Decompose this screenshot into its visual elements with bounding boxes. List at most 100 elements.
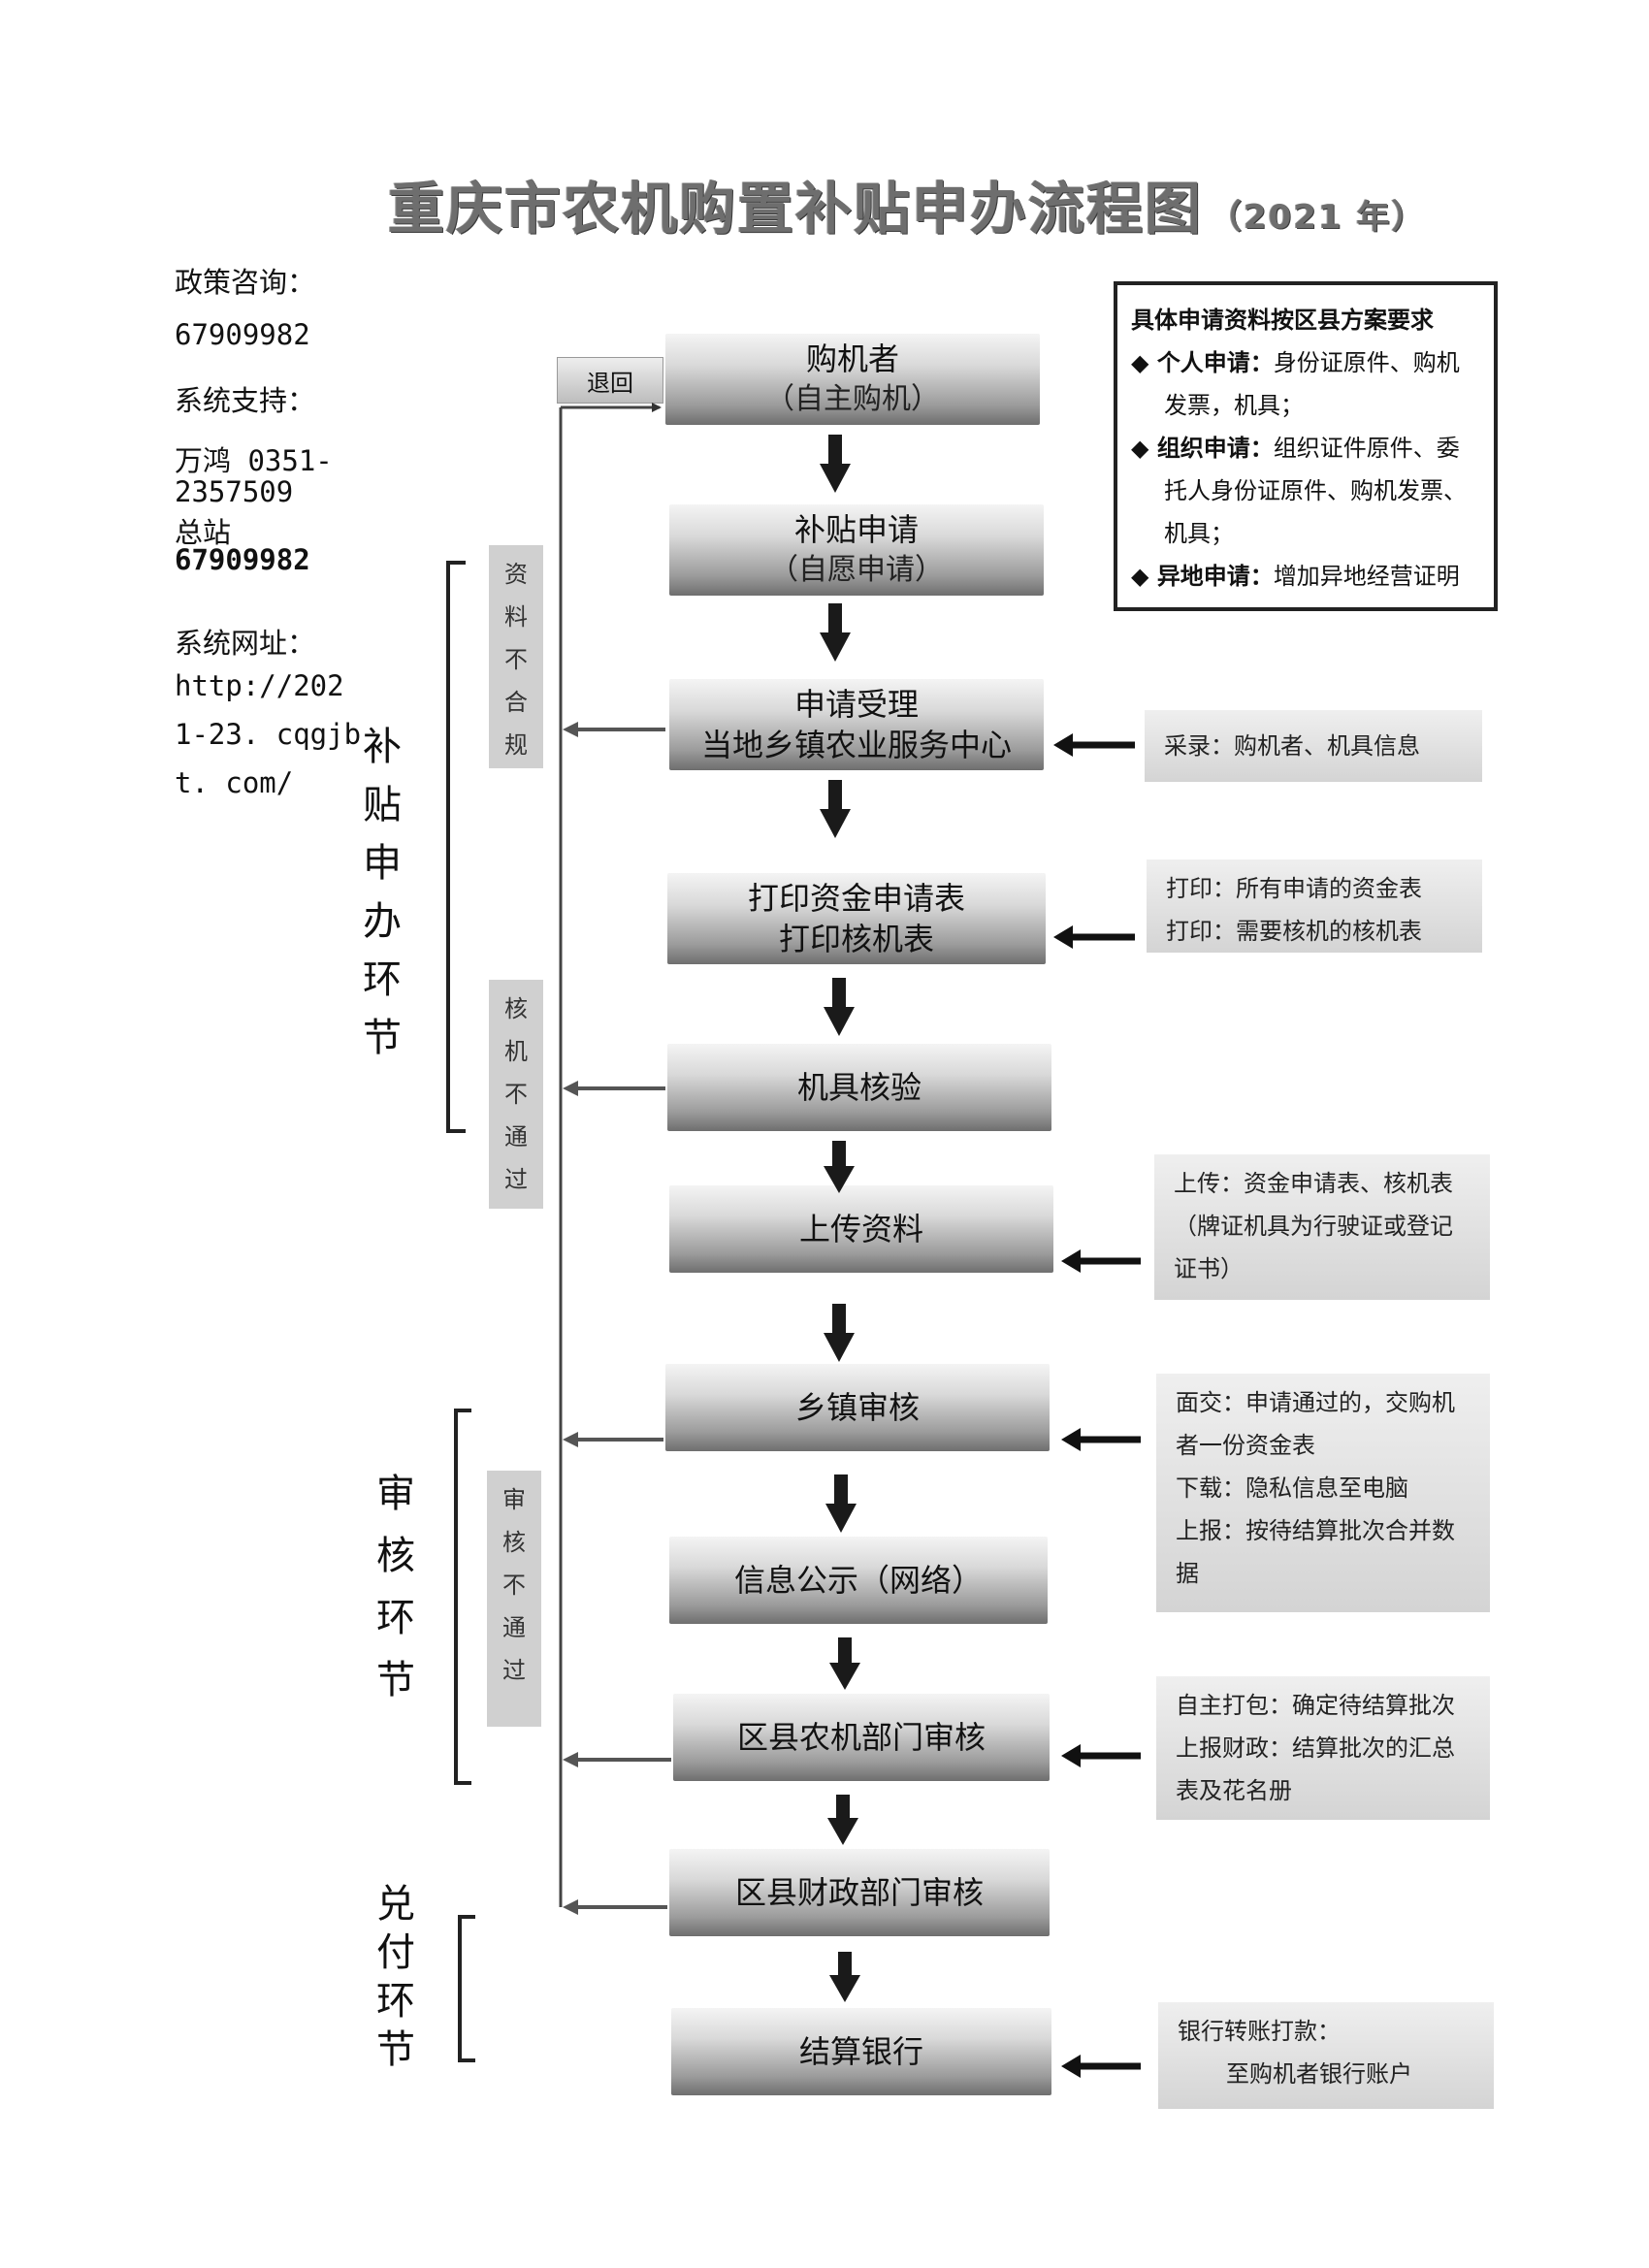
phase-review: 审 核 环 节 [376,1463,415,1711]
support-line3: 总站 [175,516,232,549]
reject-docs-char: 料 [504,603,528,631]
reject-docs-char: 不 [504,646,528,673]
step-print-line1: 打印资金申请表 [747,880,965,917]
note-county-line2: 上报财政：结算批次的汇总 [1176,1734,1455,1762]
reject-inspect-box: 核 机 不 通 过 [489,980,543,1209]
support-line2: 2357509 [175,475,294,508]
input-arrow [1053,925,1135,949]
phase-pay-char: 兑 [376,1882,415,1927]
reject-docs-char: 规 [504,731,528,759]
return-label: 退回 [557,357,663,404]
input-arrow [1061,1249,1141,1273]
title-year: （2021 年） [1209,198,1427,237]
support-phone2: 67909982 [175,543,310,576]
note-town-line4: 上报：按待结算批次合并数 [1176,1517,1455,1544]
reject-docs-char: 资 [504,561,528,588]
note-town-line2: 者一份资金表 [1176,1432,1315,1459]
reject-inspect-char: 核 [504,995,528,1022]
step-county-agri-line1: 区县农机部门审核 [736,1719,986,1756]
step-town-review: 乡镇审核 [665,1364,1050,1451]
step-subsidy-apply: 补贴申请（自愿申请） [669,504,1044,596]
title-main: 重庆市农机购置补贴申办流程图 [388,176,1204,242]
step-upload: 上传资料 [669,1185,1053,1273]
note-upload-line2: （牌证机具为行驶证或登记 [1174,1213,1453,1240]
phase-apply-char: 环 [363,957,402,1002]
phase-pay-char: 付 [376,1930,415,1975]
flow-down-arrow [829,1952,860,2002]
step-inspect-line1: 机具核验 [796,1069,922,1106]
note-town-line3: 下载：隐私信息至电脑 [1176,1474,1408,1502]
personal-label: ◆ 个人申请： [1131,348,1274,376]
note-upload: 上传：资金申请表、核机表 （牌证机具为行驶证或登记 证书） [1154,1154,1490,1300]
reject-review-box: 审 核 不 通 过 [487,1471,541,1727]
step-publicity-line1: 信息公示（网络） [733,1562,983,1599]
flow-down-arrow [824,1141,855,1193]
input-arrow [1061,2055,1141,2078]
flow-down-arrow [824,1304,855,1362]
step-bank-line1: 结算银行 [798,2033,923,2070]
note-county: 自主打包：确定待结算批次 上报财政：结算批次的汇总 表及花名册 [1156,1676,1490,1820]
org-label: ◆ 组织申请： [1131,434,1274,462]
phase-review-char: 审 [376,1472,415,1516]
note-town-review: 面交：申请通过的，交购机 者一份资金表 下载：隐私信息至电脑 上报：按待结算批次… [1156,1374,1490,1612]
flow-down-arrow [825,1474,857,1533]
requirement-personal: ◆ 个人申请：身份证原件、购机 [1131,341,1480,384]
remote-label: ◆ 异地申请： [1131,562,1274,590]
step-subsidy-apply-line2: （自愿申请） [769,553,944,587]
step-buyer: 购机者 （自主购机） [665,334,1040,425]
input-arrow [1061,1744,1141,1767]
reject-inspect-char: 通 [504,1123,528,1150]
note-upload-line3: 证书） [1174,1255,1244,1282]
flow-down-arrow [824,978,855,1036]
support-label: 系统支持： [175,384,316,417]
requirement-org: ◆ 组织申请：组织证件原件、委 [1131,427,1480,470]
note-bank-line1: 银行转账打款： [1178,2018,1341,2045]
requirements-header: 具体申请资料按区县方案要求 [1131,306,1434,334]
note-record-text: 采录：购机者、机具信息 [1164,732,1420,760]
step-buyer-line2: （自主购机） [765,382,940,416]
site-line1: http://202 [175,669,344,702]
step-bank: 结算银行 [671,2008,1051,2095]
note-town-line5: 据 [1176,1560,1199,1587]
reject-review-char: 核 [502,1529,526,1556]
flow-down-arrow [829,1637,860,1690]
note-county-line1: 自主打包：确定待结算批次 [1176,1692,1455,1719]
page-title: 重庆市农机购置补贴申办流程图（2021 年） [388,163,1426,244]
note-county-line3: 表及花名册 [1176,1777,1292,1804]
reject-arrow [563,1752,671,1767]
note-print-line2: 打印：需要核机的核机表 [1166,918,1422,945]
note-town-line1: 面交：申请通过的，交购机 [1176,1389,1455,1416]
note-record: 采录：购机者、机具信息 [1145,710,1482,782]
phase-review-char: 节 [376,1658,415,1702]
flow-down-arrow [820,780,851,838]
input-arrow [1061,1428,1141,1451]
policy-phone: 67909982 [175,318,310,351]
support-line1: 万鸿 0351- [175,444,333,477]
note-bank-line2: 至购机者银行账户 [1226,2060,1412,2088]
step-accept-line1: 申请受理 [793,686,919,723]
reject-arrow [563,1081,665,1096]
phase-apply-char: 节 [363,1016,402,1060]
org-text2: 托人身份证原件、购机发票、 [1164,477,1467,504]
reject-docs-char: 合 [504,689,528,716]
phase-review-char: 核 [376,1534,415,1578]
input-arrow [1053,733,1135,757]
reject-inspect-char: 机 [504,1038,528,1065]
site-label: 系统网址： [175,627,316,660]
phase-apply-char: 申 [363,841,402,886]
requirements-box: 具体申请资料按区县方案要求 ◆ 个人申请：身份证原件、购机 发票，机具； ◆ 组… [1114,281,1498,611]
step-publicity: 信息公示（网络） [669,1537,1048,1624]
step-county-agri: 区县农机部门审核 [673,1694,1050,1781]
phase-pay: 兑 付 环 节 [376,1880,415,2074]
personal-text1: 身份证原件、购机 [1273,349,1460,376]
step-buyer-line1: 购机者 [805,340,899,377]
flow-down-arrow [827,1795,858,1845]
org-text3: 机具； [1164,520,1234,547]
remote-text: 增加异地经营证明 [1273,563,1460,590]
note-print: 打印：所有申请的资金表 打印：需要核机的核机表 [1147,859,1482,953]
phase-pay-char: 节 [376,2027,415,2072]
step-inspect: 机具核验 [667,1044,1051,1131]
phase-apply-bracket [446,561,466,1133]
reject-inspect-char: 过 [504,1166,528,1193]
